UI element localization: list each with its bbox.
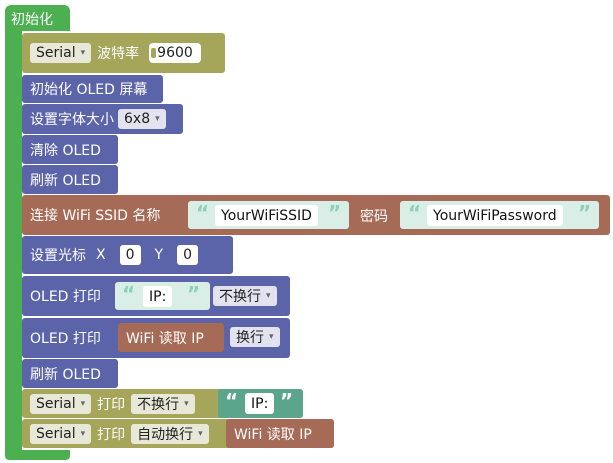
input-notch (151, 48, 156, 58)
wifi-read-ip-block[interactable]: WiFi 读取 IP (226, 419, 334, 448)
quote-close-icon: ” (187, 282, 201, 306)
password-input[interactable]: YourWiFiPassword (427, 205, 563, 226)
oled-refresh-block[interactable]: 刷新 OLED (22, 359, 118, 388)
newline-mode-dropdown[interactable]: 换行 ▾ (230, 327, 280, 347)
setup-label: 初始化 (11, 12, 53, 28)
chevron-down-icon: ▾ (80, 398, 86, 409)
wifi-read-ip-block[interactable]: WiFi 读取 IP (118, 323, 224, 352)
cursor-y-input[interactable]: 0 (177, 245, 198, 265)
password-text-block[interactable]: “ YourWiFiPassword ” (400, 201, 599, 229)
font-size-dropdown[interactable]: 6x8 ▾ (118, 109, 166, 129)
password-label: 密码 (360, 209, 388, 225)
oled-cursor-block[interactable]: 设置光标 X 0 Y 0 (22, 236, 233, 274)
oled-clear-block[interactable]: 清除 OLED (22, 135, 118, 164)
text-input[interactable]: IP: (245, 393, 275, 414)
quote-open-icon: “ (408, 201, 422, 225)
serial-port-dropdown[interactable]: Serial ▾ (30, 393, 92, 414)
chevron-down-icon: ▾ (198, 428, 203, 439)
y-label: Y (154, 247, 164, 263)
chevron-down-icon: ▾ (269, 332, 274, 342)
serial-baud-block[interactable]: Serial ▾ 波特率 9600 (22, 33, 225, 73)
newline-mode-dropdown[interactable]: 不换行 ▾ (213, 286, 277, 306)
text-literal-block[interactable]: “ IP: ” (115, 282, 210, 310)
oled-font-block[interactable]: 设置字体大小 6x8 ▾ (22, 104, 183, 134)
quote-open-icon: “ (122, 282, 136, 306)
text-input[interactable]: IP: (143, 286, 173, 307)
chevron-down-icon: ▾ (266, 291, 271, 301)
baud-input[interactable]: 9600 (149, 43, 201, 63)
baud-label: 波特率 (97, 46, 140, 62)
cursor-x-input[interactable]: 0 (119, 245, 141, 265)
chevron-down-icon: ▾ (80, 48, 86, 58)
oled-init-block[interactable]: 初始化 OLED 屏幕 (22, 75, 163, 103)
serial-port-dropdown[interactable]: Serial ▾ (30, 423, 92, 444)
oled-refresh-block[interactable]: 刷新 OLED (22, 165, 118, 194)
ssid-text-block[interactable]: “ YourWiFiSSID ” (188, 201, 349, 229)
quote-close-icon: ” (328, 201, 342, 225)
chevron-down-icon: ▾ (184, 398, 189, 409)
print-label: 打印 (97, 426, 126, 443)
text-literal-block[interactable]: “ IP: ” (218, 389, 303, 418)
quote-close-icon: ” (280, 389, 294, 413)
ssid-input[interactable]: YourWiFiSSID (215, 205, 318, 226)
quote-open-icon: “ (225, 389, 239, 413)
newline-mode-dropdown[interactable]: 不换行 ▾ (131, 393, 195, 414)
print-label: 打印 (97, 396, 126, 413)
x-label: X (96, 247, 106, 263)
quote-open-icon: “ (196, 201, 210, 225)
chevron-down-icon: ▾ (80, 428, 86, 439)
chevron-down-icon: ▾ (155, 114, 160, 124)
newline-mode-dropdown[interactable]: 自动换行 ▾ (131, 423, 209, 444)
quote-close-icon: ” (578, 201, 592, 225)
serial-port-dropdown[interactable]: Serial ▾ (30, 43, 92, 63)
